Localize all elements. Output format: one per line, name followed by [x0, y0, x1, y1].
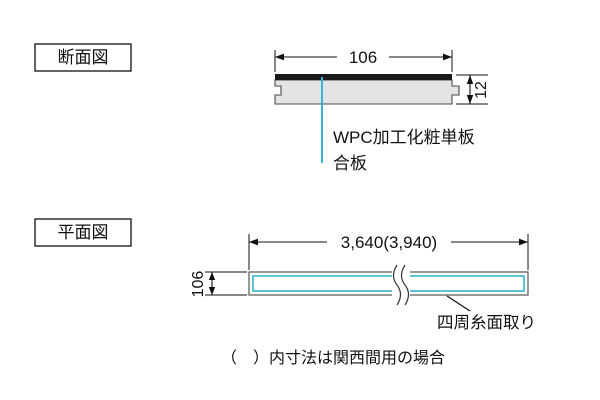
board-outline	[248, 271, 529, 296]
dimension-note: （ ）内寸法は関西間用の場合	[221, 349, 445, 367]
veneer-layer	[275, 74, 452, 80]
dimension-text-mask	[327, 231, 451, 252]
break-mask	[392, 266, 410, 301]
board-cross-section	[274, 74, 460, 105]
plan-view-label-box	[34, 218, 132, 247]
section-thickness-value: 12	[473, 81, 490, 99]
arrowhead-bottom	[208, 287, 216, 295]
plan-width-value: 106	[190, 271, 207, 298]
plan-length-dimension: 3,640(3,940)	[248, 231, 529, 270]
plan-length-value: 3,640(3,940)	[341, 233, 437, 252]
dimension-text-mask	[337, 46, 389, 67]
board-plan	[248, 264, 529, 306]
break-line	[400, 264, 410, 306]
chamfer-label: 四周糸面取り	[437, 313, 536, 332]
section-view-label-box	[34, 43, 132, 72]
arrowhead-left	[249, 238, 258, 246]
section-view-label: 断面図	[58, 48, 109, 67]
arrowhead-left	[275, 53, 284, 61]
veneer-label: WPC加工化粧単板	[333, 128, 475, 147]
arrowhead-top	[466, 75, 474, 84]
arrowhead-right	[519, 238, 528, 246]
chamfer-outline	[252, 275, 525, 292]
plan-view-label: 平面図	[58, 223, 109, 242]
section-thickness-dimension: 12	[456, 74, 490, 105]
section-width-dimension: 106	[274, 46, 453, 72]
chamfer-leader-line	[446, 295, 471, 312]
plan-view: 平面図 3,640(3,940) 106	[34, 218, 536, 332]
arrowhead-right	[443, 53, 452, 61]
plywood-label: 合板	[333, 154, 367, 173]
section-view: 断面図 106	[34, 43, 490, 173]
arrowhead-bottom	[466, 95, 474, 104]
plywood-body	[274, 79, 460, 105]
plan-width-dimension: 106	[190, 271, 247, 298]
break-line	[392, 264, 402, 306]
section-width-value: 106	[349, 48, 377, 67]
arrowhead-top	[208, 272, 216, 280]
